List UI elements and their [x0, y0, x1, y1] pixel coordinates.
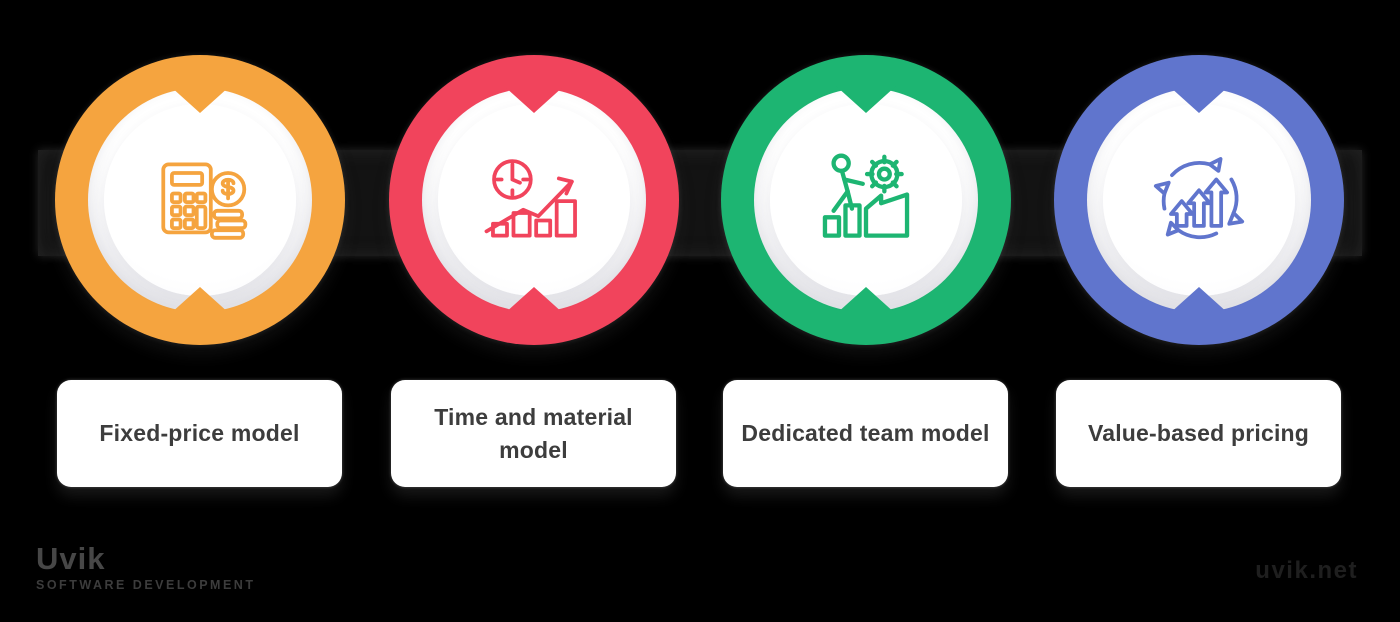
model-label-card: Time and material model — [391, 380, 676, 487]
calculator-coins-icon — [55, 55, 345, 345]
inner-disc — [1087, 88, 1311, 312]
ring-notch-top — [504, 86, 564, 113]
clock-growth-chart-icon — [389, 55, 679, 345]
model-label-card: Value-based pricing — [1056, 380, 1341, 487]
person-gear-climb-icon — [721, 55, 1011, 345]
growth-cycle-arrows-icon — [1054, 55, 1344, 345]
brand-logo: Uvik software development — [36, 541, 256, 593]
model-node-value-based: Value-based pricing — [1054, 55, 1344, 487]
model-label-card: Dedicated team model — [723, 380, 1008, 487]
model-label: Dedicated team model — [741, 420, 990, 446]
model-node-time-material: Time and material model — [389, 55, 679, 487]
model-node-fixed-price: Fixed-price model — [55, 55, 345, 487]
ring-notch-bottom — [1169, 287, 1229, 314]
model-circle — [55, 55, 345, 345]
ring-notch-top — [170, 86, 230, 113]
model-node-dedicated-team: Dedicated team model — [721, 55, 1011, 487]
ring-notch-top — [836, 86, 896, 113]
website-wordmark: uvik.net — [1255, 557, 1358, 584]
inner-disc — [422, 88, 646, 312]
model-circle — [1054, 55, 1344, 345]
model-circle — [389, 55, 679, 345]
model-label: Time and material model — [434, 403, 633, 463]
model-label-card: Fixed-price model — [57, 380, 342, 487]
ring-notch-bottom — [836, 287, 896, 314]
model-circle — [721, 55, 1011, 345]
ring-notch-bottom — [504, 287, 564, 314]
inner-disc — [754, 88, 978, 312]
model-label: Value-based pricing — [1087, 420, 1310, 446]
model-label: Fixed-price model — [99, 420, 300, 446]
ring-notch-bottom — [170, 287, 230, 314]
inner-disc — [88, 88, 312, 312]
ring-notch-top — [1169, 86, 1229, 113]
brand-tagline: software development — [36, 578, 256, 592]
brand-wordmark: Uvik — [36, 541, 106, 576]
